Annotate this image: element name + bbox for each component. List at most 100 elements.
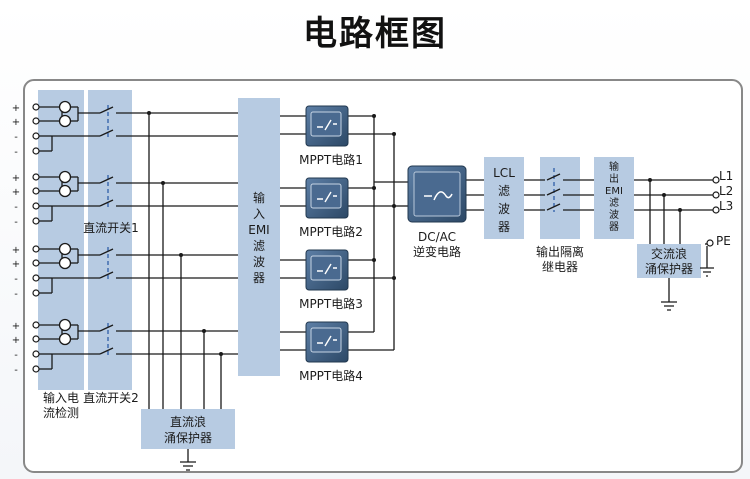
- emi-out-label-6: 器: [609, 221, 619, 233]
- emi-in-label-2: 入: [253, 207, 265, 221]
- input-terminal: [32, 202, 40, 210]
- relay-contact: [546, 188, 561, 196]
- output-label-l2: L2: [719, 184, 733, 198]
- current-sensor-icon: [58, 100, 72, 114]
- input-terminal: [32, 217, 40, 225]
- switch-contact: [99, 106, 114, 114]
- input-detect-block: [38, 90, 84, 390]
- current-sensor-icon: [58, 242, 72, 256]
- input-terminal: [32, 147, 40, 155]
- switch-contact: [99, 347, 114, 355]
- current-sensor-icon: [58, 318, 72, 332]
- junction-dot: [392, 132, 396, 136]
- input-detect-label: 输入电 流检测: [43, 390, 79, 420]
- ground-icon: [661, 301, 677, 311]
- dc-surge-label: 直流浪 涌保护器: [164, 414, 212, 445]
- switch-contact: [99, 176, 114, 184]
- wiring: [39, 106, 713, 462]
- emi-out-label-5: 波: [609, 208, 619, 221]
- dc-switch-contacts: [99, 106, 114, 355]
- polarity-label: +: [12, 103, 20, 114]
- junction-dot: [219, 352, 223, 356]
- inverter-module: [407, 165, 467, 223]
- relay-label-line1: 输出隔离: [536, 244, 584, 259]
- lcl-label-1: LCL: [493, 166, 515, 180]
- relay-label-line2: 继电器: [542, 260, 578, 274]
- mppt-symbol-icon: [317, 263, 337, 275]
- mppt-module: [305, 177, 349, 219]
- inverter-label-line1: DC/AC: [418, 230, 456, 244]
- emi-in-label-4: 滤: [253, 239, 265, 253]
- junction-dot: [372, 258, 376, 262]
- relay-contact: [546, 173, 561, 181]
- mppt-modules: [305, 105, 349, 363]
- emi-in-label: 输 入 EMI 滤 波 器: [248, 190, 269, 285]
- polarity-label: +: [12, 187, 20, 198]
- polarity-label: +: [12, 245, 20, 256]
- inverter-label: DC/AC 逆变电路: [413, 230, 461, 259]
- mppt-label-4: MPPT电路4: [299, 368, 363, 383]
- block-backgrounds: [38, 90, 701, 449]
- polarity-label: +: [12, 321, 20, 332]
- polarity-label: +: [12, 335, 20, 346]
- current-sensor-icon: [58, 114, 72, 128]
- emi-out-label-2: 出: [609, 172, 619, 185]
- output-labels: L1 L2 L3 PE: [716, 169, 733, 248]
- mppt-symbol-icon: [317, 335, 337, 347]
- mppt-labels: MPPT电路1 MPPT电路2 MPPT电路3 MPPT电路4: [299, 152, 363, 383]
- relay-contact: [546, 203, 561, 211]
- polarity-label: -: [14, 217, 18, 228]
- mppt-module: [305, 249, 349, 291]
- mppt-label-1: MPPT电路1: [299, 152, 363, 167]
- input-terminal: [32, 173, 40, 181]
- ac-surge-label: 交流浪 涌保护器: [645, 246, 693, 276]
- mppt-label-3: MPPT电路3: [299, 296, 363, 311]
- input-detect-label-line2: 流检测: [43, 405, 79, 420]
- input-terminal: [32, 365, 40, 373]
- dc-switch-dashes: [107, 105, 555, 358]
- ac-surge-block: [637, 244, 701, 278]
- input-terminal: [32, 103, 40, 111]
- output-terminals: [706, 176, 720, 247]
- junction-dot: [202, 329, 206, 333]
- ground-symbols: [180, 267, 714, 471]
- current-sensors: [58, 100, 72, 346]
- ac-surge-label-line1: 交流浪: [651, 246, 687, 261]
- polarity-label: -: [14, 147, 18, 158]
- ac-surge-label-line2: 涌保护器: [645, 262, 693, 276]
- lcl-label-3: 波: [498, 202, 510, 216]
- output-terminal: [712, 206, 720, 214]
- pe-terminal: [706, 239, 714, 247]
- polarity-label: -: [14, 365, 18, 376]
- inverter-symbol-icon: [424, 191, 453, 201]
- junction-dot: [392, 276, 396, 280]
- input-detect-label-line1: 输入电: [43, 390, 79, 405]
- relay-label: 输出隔离 继电器: [536, 244, 584, 274]
- polarity-label: -: [14, 350, 18, 361]
- output-terminal: [712, 191, 720, 199]
- switch-contact: [99, 248, 114, 256]
- dc-switch-block: [88, 90, 132, 390]
- output-terminal: [712, 176, 720, 184]
- output-label-pe: PE: [716, 234, 731, 248]
- mppt-symbol-icon: [317, 191, 337, 203]
- junction-dots: [147, 111, 682, 356]
- polarity-label: -: [14, 132, 18, 143]
- junction-dot: [392, 204, 396, 208]
- emi-in-label-5: 波: [253, 255, 265, 269]
- relay-contacts: [546, 173, 561, 211]
- current-sensor-icon: [58, 256, 72, 270]
- emi-in-label-6: 器: [253, 271, 265, 285]
- lcl-label-2: 滤: [498, 184, 510, 198]
- junction-dot: [648, 178, 652, 182]
- page-title: 电路框图: [303, 14, 447, 54]
- dc-surge-label-line2: 涌保护器: [164, 431, 212, 445]
- switch2-label: 直流开关2: [83, 391, 139, 405]
- emi-out-label-4: 滤: [609, 196, 619, 209]
- relay-block: [540, 157, 580, 239]
- mppt-symbol-icon: [317, 119, 337, 131]
- output-label-l3: L3: [719, 199, 733, 213]
- switch1-label: 直流开关1: [83, 221, 139, 235]
- junction-dot: [161, 181, 165, 185]
- output-label-l1: L1: [719, 169, 733, 183]
